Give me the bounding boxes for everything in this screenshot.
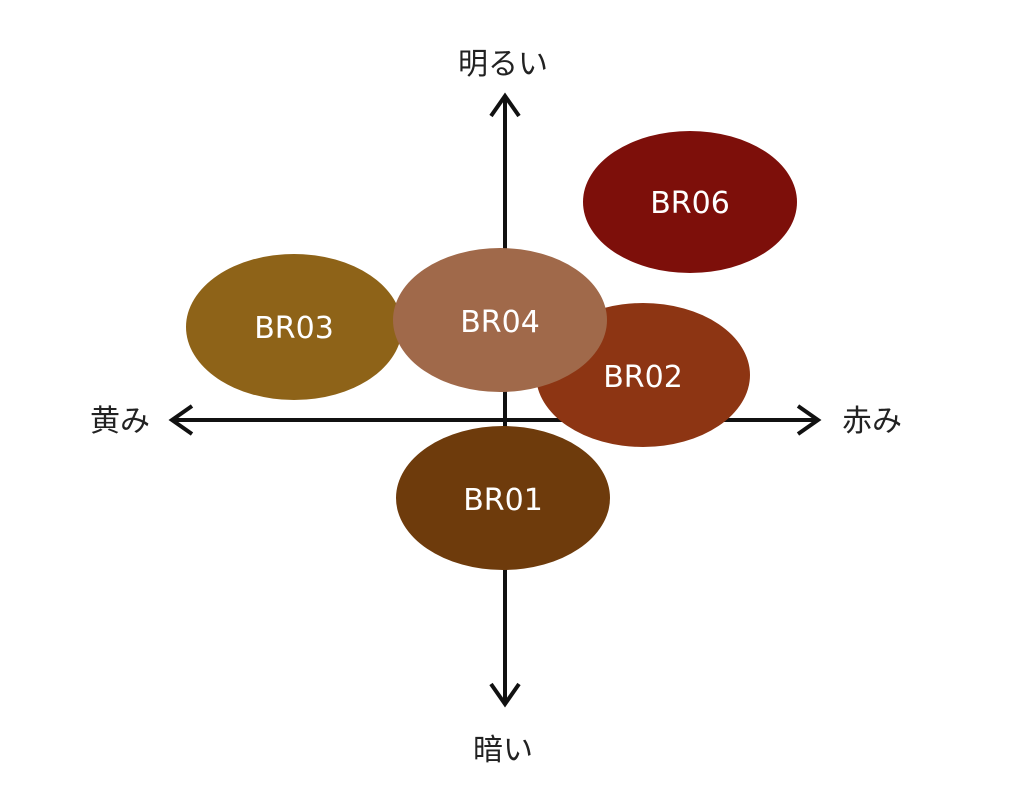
axis-label-bottom: 暗い	[473, 733, 533, 768]
shade-label: BR01	[463, 483, 543, 518]
shade-br04: BR04	[393, 248, 607, 392]
axis-label-left: 黄み	[90, 404, 150, 439]
shade-ellipse	[396, 426, 610, 570]
arrow-left-icon	[168, 404, 194, 436]
arrow-right-icon	[796, 404, 822, 436]
shade-label: BR02	[603, 360, 683, 395]
shade-label: BR03	[254, 311, 334, 346]
shade-ellipse	[583, 131, 797, 273]
arrow-up-icon	[489, 92, 521, 118]
shade-label: BR06	[650, 186, 730, 221]
shade-br03: BR03	[186, 254, 402, 400]
axis-label-top: 明るい	[458, 47, 548, 82]
shade-ellipse	[393, 248, 607, 392]
shade-br06: BR06	[583, 131, 797, 273]
arrow-down-icon	[489, 682, 521, 708]
shade-label: BR04	[460, 305, 540, 340]
shade-br01: BR01	[396, 426, 610, 570]
axis-label-right: 赤み	[842, 404, 902, 439]
shade-ellipse	[186, 254, 402, 400]
